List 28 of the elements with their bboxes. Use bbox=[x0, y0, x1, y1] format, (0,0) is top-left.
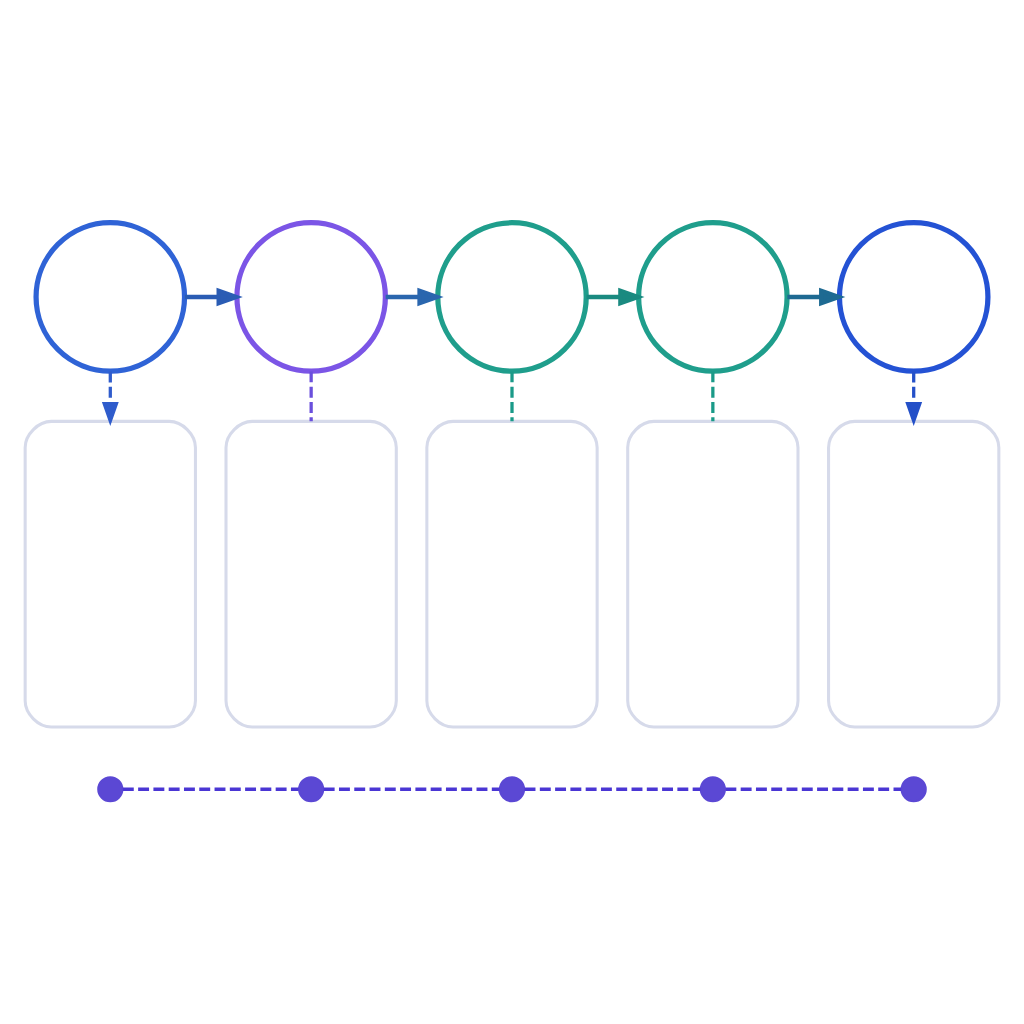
node-circle bbox=[33, 220, 188, 374]
node-circle bbox=[900, 776, 927, 803]
arrow bbox=[184, 287, 243, 307]
node-circle bbox=[836, 220, 991, 374]
connector bbox=[309, 371, 313, 422]
node-box bbox=[626, 419, 800, 729]
arrow bbox=[787, 287, 846, 307]
node-circle bbox=[699, 776, 726, 803]
node-box bbox=[425, 419, 599, 729]
connector bbox=[725, 787, 902, 791]
arrow bbox=[385, 287, 444, 307]
arrow bbox=[586, 287, 645, 307]
node-box bbox=[23, 419, 197, 729]
node-circle bbox=[97, 776, 124, 803]
node-box bbox=[224, 419, 398, 729]
arrow bbox=[905, 371, 923, 427]
arrow bbox=[101, 371, 119, 427]
node-circle bbox=[498, 776, 526, 803]
connector bbox=[122, 787, 299, 791]
connector bbox=[711, 371, 715, 422]
connector bbox=[323, 787, 500, 791]
connector bbox=[524, 787, 701, 791]
node-circle bbox=[234, 220, 388, 374]
node-circle bbox=[435, 220, 589, 374]
node-box bbox=[827, 419, 1001, 729]
node-circle bbox=[298, 776, 325, 803]
connector bbox=[510, 371, 514, 422]
node-circle bbox=[636, 220, 790, 374]
